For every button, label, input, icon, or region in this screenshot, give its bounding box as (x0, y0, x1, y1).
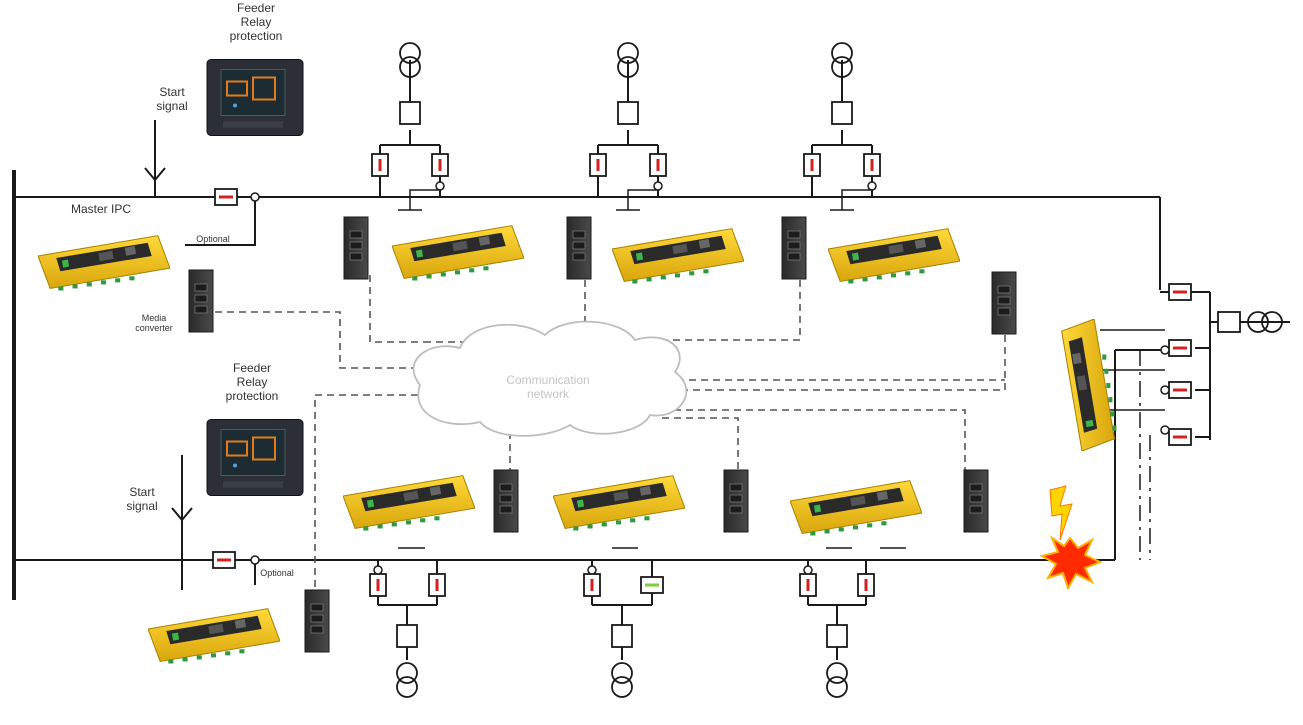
breaker-state-mark (217, 558, 231, 562)
ipc-controller (828, 228, 960, 284)
disconnector-icon (611, 624, 633, 648)
current-sensor-icon (587, 565, 597, 575)
ipc-controller (1061, 319, 1117, 451)
feeder-relay-top-label: Feeder Relay protection (229, 1, 283, 43)
breaker-state-mark (1173, 290, 1187, 294)
optional-bottom-label: Optional (260, 568, 294, 578)
ipc-controller (343, 475, 475, 531)
current-sensor-icon (250, 192, 260, 202)
start-signal-bottom-label: Start signal (126, 485, 158, 513)
breaker-state-mark (810, 159, 814, 171)
feeder-relay-device (205, 58, 305, 137)
network-switch-icon (304, 589, 330, 653)
breaker-state-mark (656, 159, 660, 171)
breaker-state-mark (864, 579, 868, 591)
ipc-controller (553, 475, 685, 531)
breaker-state-mark (590, 579, 594, 591)
current-sensor-icon (435, 181, 445, 191)
network-switch-icon (188, 269, 214, 333)
breaker-state-mark (378, 159, 382, 171)
breaker-state-mark (1173, 435, 1187, 439)
network-switch-icon (963, 469, 989, 533)
breaker-state-mark (219, 195, 233, 199)
breaker-state-mark (870, 159, 874, 171)
network-switch-icon (566, 216, 592, 280)
breaker-state-mark (376, 579, 380, 591)
network-switch-icon (343, 216, 369, 280)
optional-top-label: Optional (196, 234, 230, 244)
network-switch-icon (991, 271, 1017, 335)
current-sensor-icon (867, 181, 877, 191)
network-switch-icon (781, 216, 807, 280)
breaker-state-mark (645, 583, 659, 587)
transformer-icon (826, 662, 848, 698)
lightning-fault-icon (1039, 485, 1103, 591)
current-sensor-icon (1160, 425, 1170, 435)
breakers (212, 101, 1241, 648)
current-sensor-icon (653, 181, 663, 191)
current-sensor-icon (803, 565, 813, 575)
current-sensor-icon (1160, 385, 1170, 395)
breaker-state-mark (596, 159, 600, 171)
disconnector-icon (1217, 311, 1241, 333)
network-switch-icon (723, 469, 749, 533)
ipc-controller (790, 480, 922, 536)
communication-network-cloud (412, 320, 688, 437)
feeder-relay-bottom-label: Feeder Relay protection (225, 361, 279, 403)
disconnector-icon (831, 101, 853, 125)
breaker-state-mark (438, 159, 442, 171)
feeder-relay-device (205, 418, 305, 497)
communication-network-label: Communication network (506, 373, 590, 401)
current-sensor-icon (373, 565, 383, 575)
start-signal-top-label: Start signal (156, 85, 188, 113)
ipc-controller (148, 608, 280, 664)
breaker-state-mark (435, 579, 439, 591)
disconnector-icon (617, 101, 639, 125)
current-sensor-icon (250, 555, 260, 565)
disconnector-icon (399, 101, 421, 125)
ipc-controller (612, 228, 744, 284)
ipc-controller (38, 235, 170, 291)
current-sensor-icon (1160, 345, 1170, 355)
transformer-icon (611, 662, 633, 698)
master-ipc-label: Master IPC (70, 202, 131, 216)
disconnector-icon (396, 624, 418, 648)
disconnector-icon (826, 624, 848, 648)
media-converter-label: Media converter (135, 313, 173, 334)
network-switch-icon (493, 469, 519, 533)
breaker-state-mark (1173, 388, 1187, 392)
ipc-controller (392, 225, 524, 281)
breaker-state-mark (806, 579, 810, 591)
breaker-state-mark (1173, 346, 1187, 350)
transformer-icon (396, 662, 418, 698)
